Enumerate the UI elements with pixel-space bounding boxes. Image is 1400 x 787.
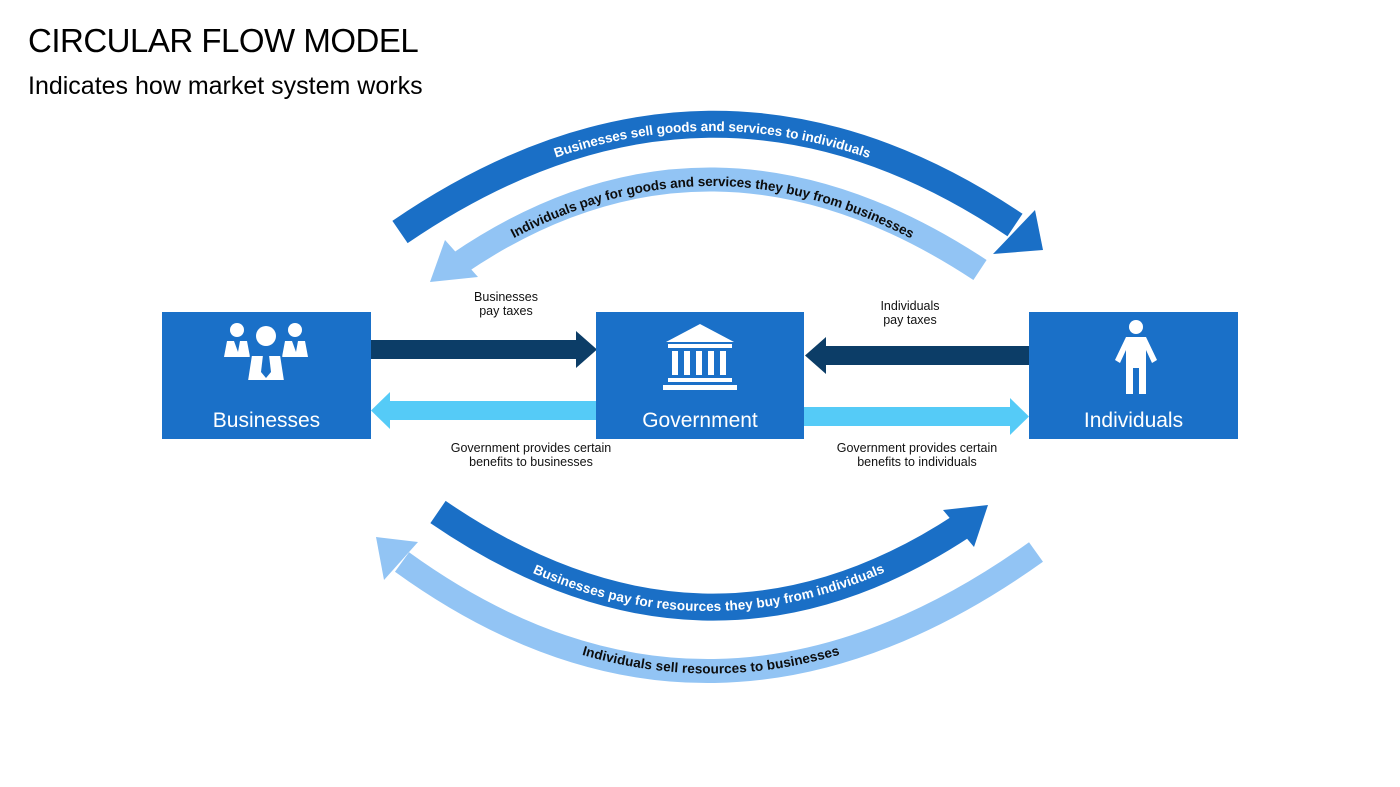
individuals-node: Individuals [1029, 312, 1238, 439]
label-businesses-pay-taxes-1: Businesses [474, 290, 538, 304]
businesses-label: Businesses [213, 409, 320, 432]
businesses-node: Businesses [162, 312, 371, 439]
svg-text:Individuals pay for goods and: Individuals pay for goods and services t… [508, 174, 916, 241]
arrow-individuals-pay-taxes [805, 337, 1029, 374]
government-node: Government [596, 312, 804, 439]
label-businesses-pay-taxes-2: pay taxes [479, 304, 533, 318]
label-gov-benefits-individuals-1: Government provides certain [837, 441, 998, 455]
svg-text:Businesses pay for resources t: Businesses pay for resources they buy fr… [531, 561, 886, 614]
flow-arc-top-inner: Individuals pay for goods and services t… [430, 167, 987, 282]
label-gov-benefits-businesses-1: Government provides certain [451, 441, 612, 455]
label-individuals-pay-taxes-2: pay taxes [883, 313, 937, 327]
flow-label-bottom-inner: Businesses pay for resources they buy fr… [531, 561, 886, 614]
arrow-businesses-pay-taxes [371, 331, 597, 368]
person-icon [1115, 320, 1157, 394]
label-gov-benefits-businesses-2: benefits to businesses [469, 455, 593, 469]
label-individuals-pay-taxes-1: Individuals [880, 299, 939, 313]
government-label: Government [642, 409, 758, 432]
government-building-icon [663, 324, 737, 390]
page-title: CIRCULAR FLOW MODEL [28, 22, 419, 59]
label-gov-benefits-individuals-2: benefits to individuals [857, 455, 977, 469]
flow-arc-bottom-inner: Businesses pay for resources they buy fr… [430, 500, 988, 621]
individuals-label: Individuals [1084, 409, 1183, 432]
arrow-government-benefits-individuals [804, 398, 1029, 435]
business-people-icon [224, 323, 308, 382]
flow-label-top-inner: Individuals pay for goods and services t… [508, 174, 916, 241]
page-subtitle: Indicates how market system works [28, 72, 423, 100]
arrow-government-benefits-businesses [371, 392, 596, 429]
